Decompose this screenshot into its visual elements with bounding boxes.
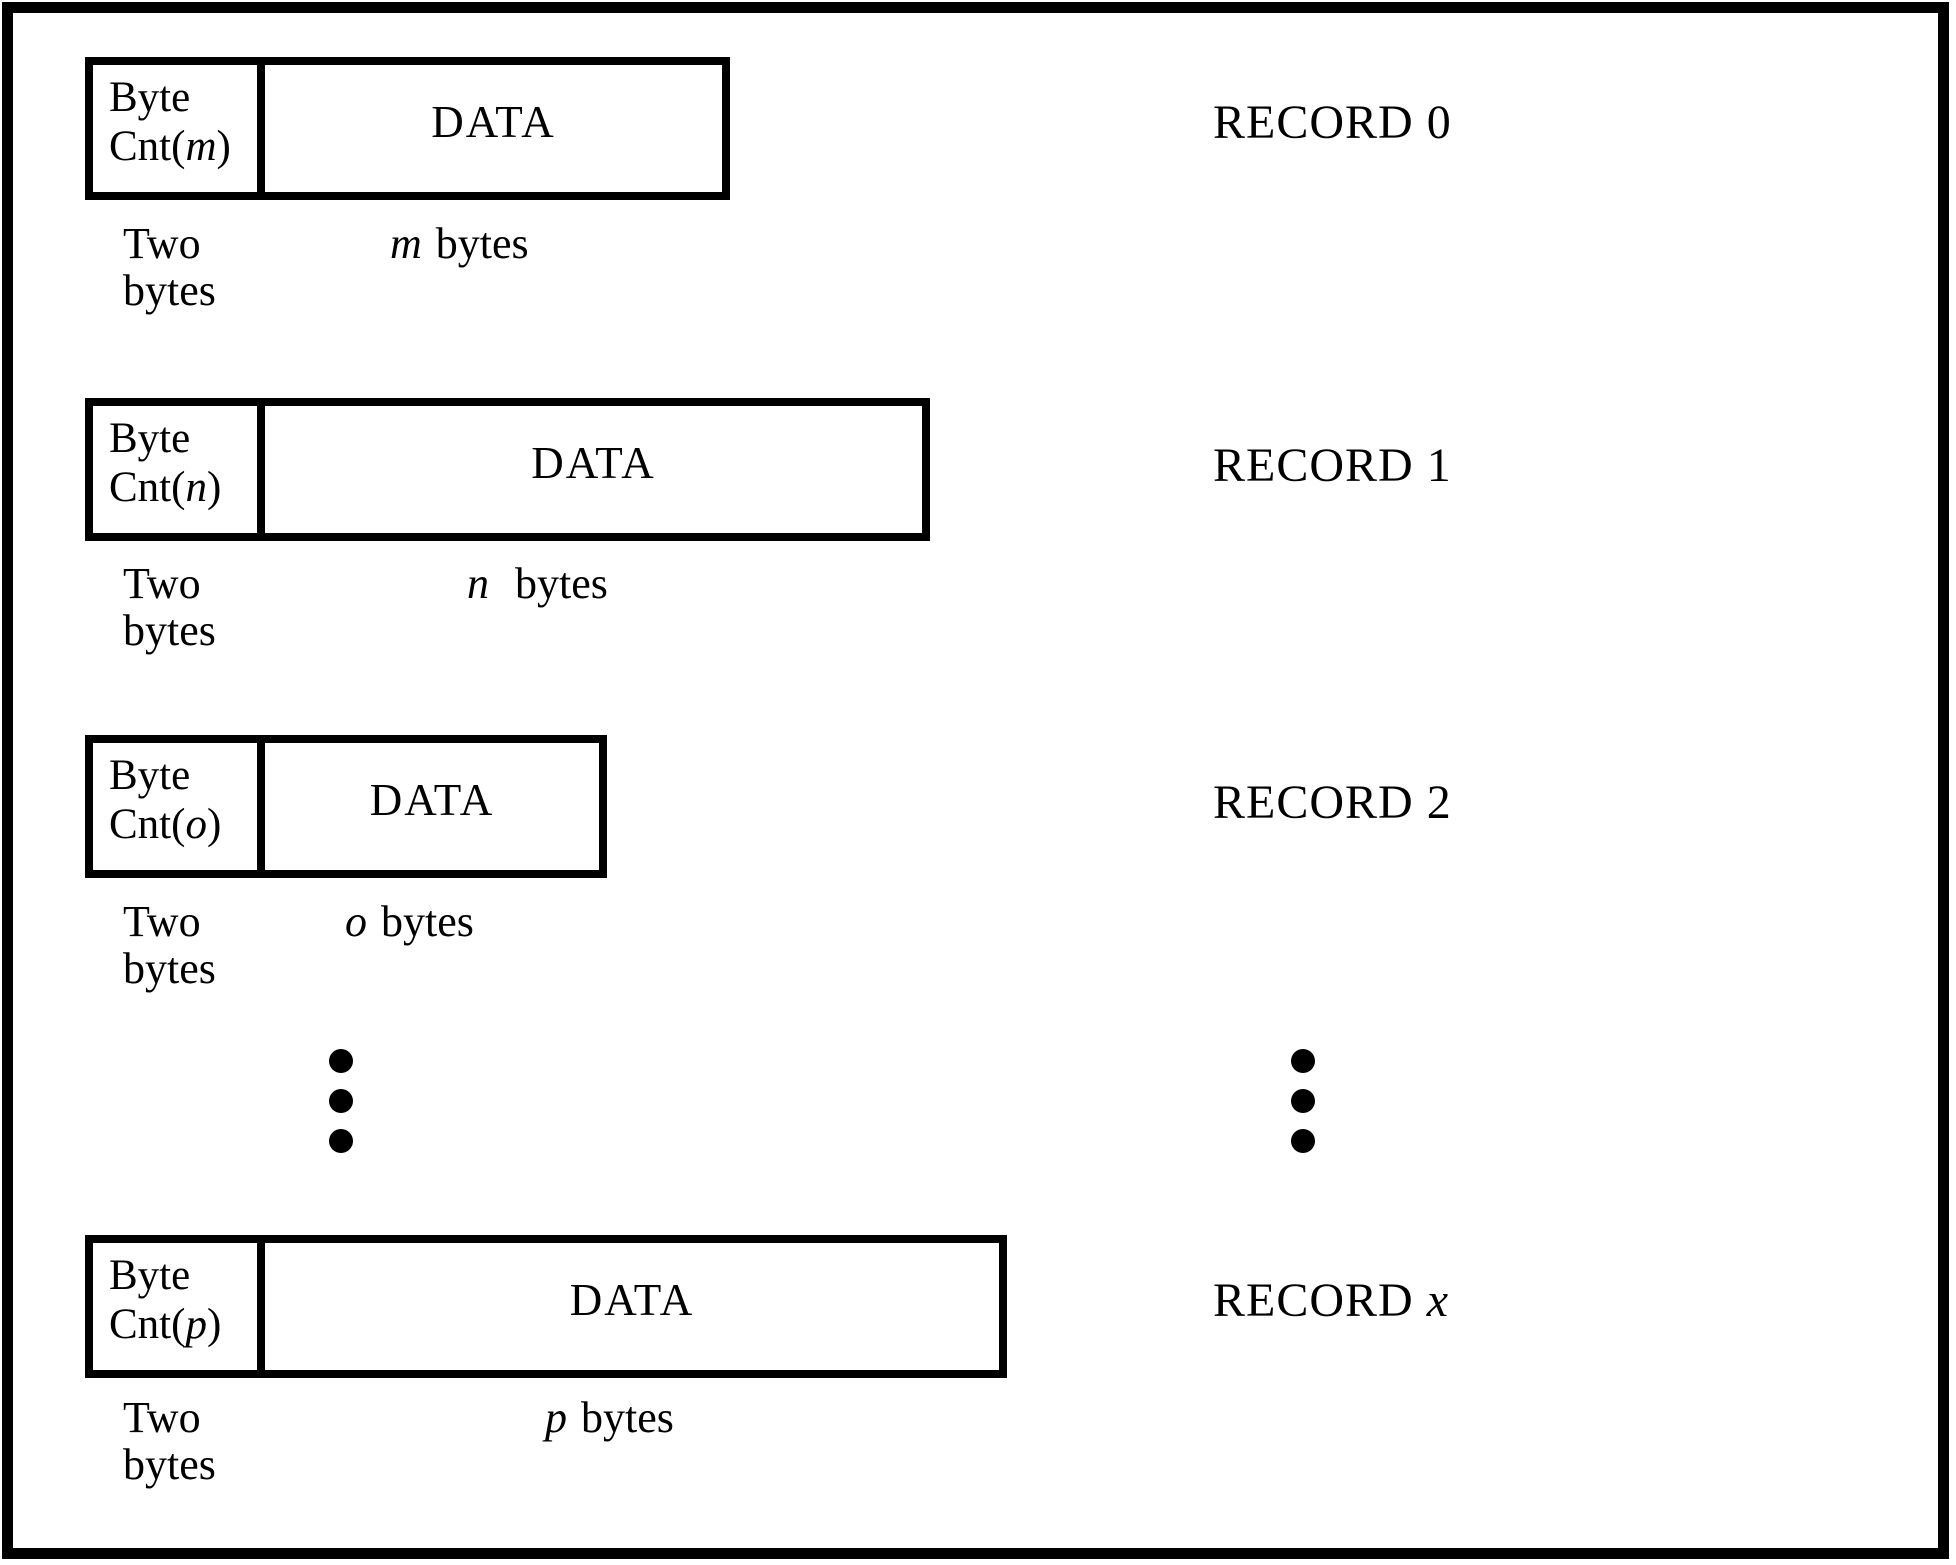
ellipsis-dot bbox=[1291, 1049, 1315, 1073]
byte-count-variable: p bbox=[185, 1301, 207, 1349]
record-1-label: RECORD 1 bbox=[1213, 439, 1452, 492]
record-2-two-bytes-caption: Two bytes bbox=[123, 897, 216, 994]
record-x-byte-count-cell: Byte Cnt(p) bbox=[93, 1243, 265, 1370]
size-variable: p bbox=[545, 1393, 567, 1442]
byte-count-line1: Byte bbox=[109, 1252, 191, 1299]
record-0-label: RECORD 0 bbox=[1213, 96, 1452, 149]
record-1-byte-count-cell: Byte Cnt(n) bbox=[93, 406, 265, 533]
record-2-box: Byte Cnt(o) DATA bbox=[85, 735, 607, 878]
data-label: DATA bbox=[569, 1274, 695, 1325]
record-2-data-cell: DATA bbox=[265, 743, 599, 870]
record-0-two-bytes-caption: Two bytes bbox=[123, 219, 216, 316]
record-x-box: Byte Cnt(p) DATA bbox=[85, 1235, 1007, 1378]
size-variable: m bbox=[390, 219, 422, 268]
data-label: DATA bbox=[431, 96, 556, 147]
byte-count-line1: Byte bbox=[109, 74, 191, 121]
ellipsis-dot bbox=[329, 1049, 353, 1073]
record-x-label: RECORD x bbox=[1213, 1274, 1450, 1327]
record-1-two-bytes-caption: Two bytes bbox=[123, 559, 216, 656]
byte-count-line1: Byte bbox=[109, 752, 191, 799]
record-2-label: RECORD 2 bbox=[1213, 776, 1452, 829]
record-x-index: x bbox=[1426, 1274, 1450, 1327]
data-label: DATA bbox=[531, 437, 656, 488]
data-label: DATA bbox=[369, 774, 495, 825]
byte-count-variable: m bbox=[185, 123, 217, 171]
size-variable: n bbox=[467, 559, 489, 608]
record-x-data-cell: DATA bbox=[265, 1243, 999, 1370]
byte-count-line1: Byte bbox=[109, 415, 191, 462]
ellipsis-dot bbox=[1291, 1129, 1315, 1153]
byte-count-line2: Cnt(o) bbox=[109, 801, 222, 849]
byte-count-line2: Cnt(m) bbox=[109, 123, 231, 171]
record-x-two-bytes-caption: Two bytes bbox=[123, 1393, 216, 1490]
record-0-box: Byte Cnt(m) DATA bbox=[85, 57, 730, 200]
record-2-byte-count-cell: Byte Cnt(o) bbox=[93, 743, 265, 870]
size-variable: o bbox=[345, 897, 367, 946]
byte-count-line2: Cnt(p) bbox=[109, 1301, 222, 1349]
record-2-index: 2 bbox=[1426, 776, 1452, 829]
record-1-box: Byte Cnt(n) DATA bbox=[85, 398, 930, 541]
byte-count-line2: Cnt(n) bbox=[109, 464, 222, 512]
record-1-index: 1 bbox=[1426, 439, 1452, 492]
ellipsis-dot bbox=[329, 1129, 353, 1153]
vertical-ellipsis-left bbox=[329, 1049, 353, 1153]
byte-count-variable: n bbox=[185, 464, 207, 512]
record-0-byte-count-cell: Byte Cnt(m) bbox=[93, 65, 265, 192]
byte-count-variable: o bbox=[185, 801, 207, 849]
vertical-ellipsis-right bbox=[1291, 1049, 1315, 1153]
record-1-data-cell: DATA bbox=[265, 406, 922, 533]
ellipsis-dot bbox=[1291, 1089, 1315, 1113]
ellipsis-dot bbox=[329, 1089, 353, 1113]
record-0-index: 0 bbox=[1426, 96, 1452, 149]
record-0-data-cell: DATA bbox=[265, 65, 722, 192]
